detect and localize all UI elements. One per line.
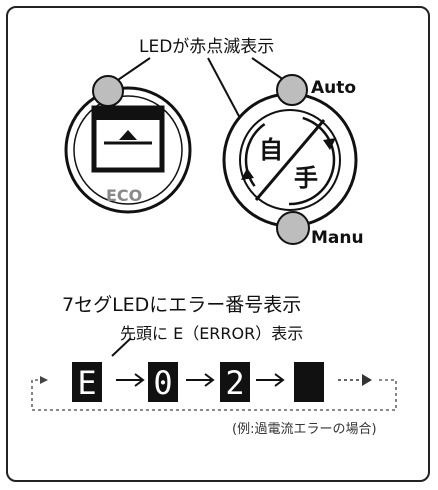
manu-label: Manu bbox=[311, 228, 364, 248]
eco-button bbox=[64, 86, 192, 214]
seg-digit-2-value: 0 bbox=[153, 364, 173, 402]
auto-manu-button bbox=[222, 92, 358, 228]
e-pointer-line bbox=[111, 337, 132, 357]
sequence-arrows bbox=[116, 373, 285, 387]
auto-led bbox=[276, 74, 308, 106]
seg-digit-1-value: E bbox=[77, 364, 97, 402]
seg-digit-4 bbox=[294, 362, 324, 402]
kanji-manual: 手 bbox=[294, 164, 318, 192]
segment-subtitle: 先頭に E（ERROR）表示 bbox=[120, 324, 304, 343]
example-note: (例:過電流エラーの場合) bbox=[232, 422, 377, 437]
panel-frame bbox=[6, 6, 430, 482]
seg-digit-3-value: 2 bbox=[225, 364, 245, 402]
led-blink-label: LEDが赤点滅表示 bbox=[139, 37, 275, 57]
seg-digit-3 bbox=[220, 362, 250, 402]
manu-led bbox=[276, 211, 310, 245]
eco-label: ECO bbox=[106, 186, 143, 205]
auto-label: Auto bbox=[311, 78, 357, 98]
sequence-loop bbox=[31, 379, 397, 411]
eco-led bbox=[92, 75, 124, 107]
seg-digit-1 bbox=[72, 362, 102, 402]
seg-digit-2 bbox=[148, 362, 178, 402]
segment-title: 7セグLEDにエラー番号表示 bbox=[62, 294, 302, 316]
kanji-auto: 自 bbox=[259, 136, 283, 164]
